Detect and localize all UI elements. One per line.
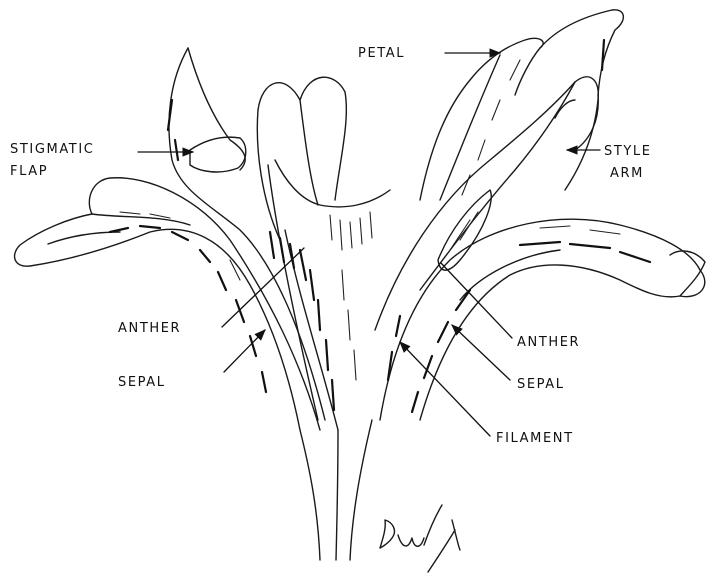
stem [300,420,372,560]
left-style-arm [168,48,325,420]
label-style-arm: STYLE ARM [567,144,652,181]
label-sepal-left-text: SEPAL [118,375,166,390]
label-sepal-right-text: SEPAL [517,377,565,392]
right-anther [438,190,491,270]
label-petal: PETAL [358,46,500,61]
label-stigmatic-flap: STIGMATIC FLAP [10,142,193,179]
label-style-arm-line1: STYLE [604,144,652,159]
artist-signature [380,505,460,572]
right-petal [420,10,623,200]
label-petal-text: PETAL [358,46,405,61]
label-anther-right: ANTHER [441,263,580,350]
left-sepal [15,178,320,430]
label-anther-right-text: ANTHER [517,335,580,350]
label-anther-left-text: ANTHER [118,321,181,336]
label-sepal-left: SEPAL [118,330,265,390]
label-filament-text: FILAMENT [496,431,574,446]
center-petals [257,77,390,430]
label-anther-left: ANTHER [118,248,304,336]
right-style-arm [375,77,598,330]
flower-drawing [15,10,705,572]
label-stigmatic-flap-line2: FLAP [10,164,48,179]
label-style-arm-line2: ARM [610,166,644,181]
label-stigmatic-flap-line1: STIGMATIC [10,142,94,157]
